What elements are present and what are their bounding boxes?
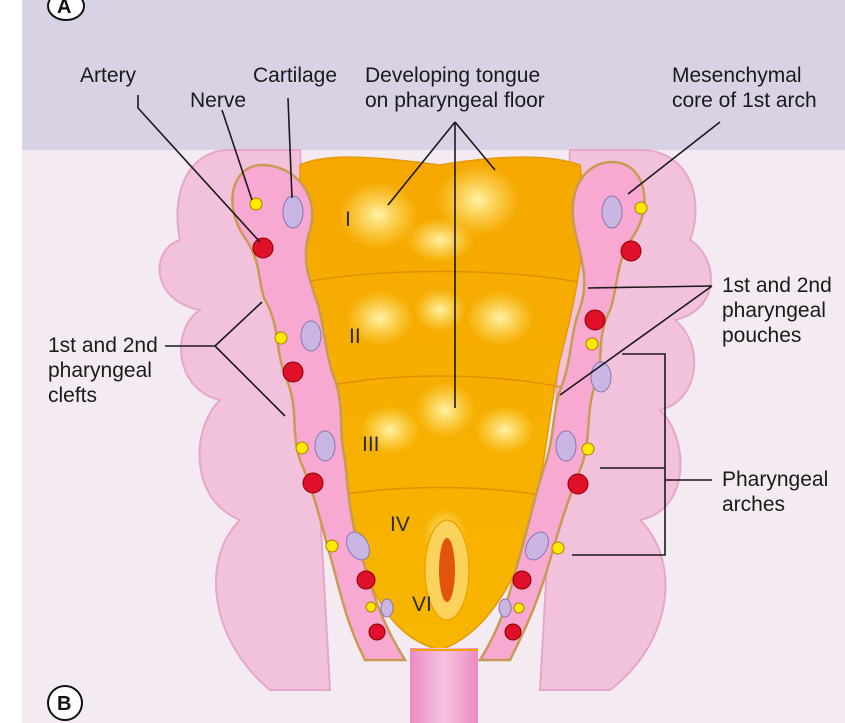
panel-a-marker: A xyxy=(48,0,84,20)
esophagus-stem xyxy=(410,648,478,723)
label-mesenchyme-line2: core of 1st arch xyxy=(672,89,817,112)
arch-numeral-6: VI xyxy=(412,593,432,616)
label-pouches-line3: pouches xyxy=(722,324,801,347)
label-tongue-line1: Developing tongue xyxy=(365,64,540,87)
cartilage-marker xyxy=(283,196,303,228)
label-clefts-line1: 1st and 2nd xyxy=(48,334,158,357)
artery-marker xyxy=(253,238,273,258)
arch-numeral-3: III xyxy=(362,433,380,456)
label-nerve: Nerve xyxy=(190,89,246,112)
label-tongue-line2: on pharyngeal floor xyxy=(365,89,545,112)
label-artery: Artery xyxy=(80,64,137,87)
label-pouches-line1: 1st and 2nd xyxy=(722,274,832,297)
label-pouches-line2: pharyngeal xyxy=(722,299,826,322)
arch-numeral-2: II xyxy=(349,325,361,348)
label-cartilage: Cartilage xyxy=(253,64,337,87)
label-mesenchyme-line1: Mesenchymal xyxy=(672,64,802,87)
panel-b-marker: B xyxy=(48,686,82,720)
label-clefts-line2: pharyngeal xyxy=(48,359,152,382)
panel-label-a: A xyxy=(57,0,71,18)
label-arches-line1: Pharyngeal xyxy=(722,468,828,491)
arch-numeral-4: IV xyxy=(390,513,410,536)
label-arches-line2: arches xyxy=(722,493,785,516)
arch-numeral-1: I xyxy=(345,208,351,231)
panel-label-b: B xyxy=(57,693,71,715)
label-clefts-line3: clefts xyxy=(48,384,97,407)
